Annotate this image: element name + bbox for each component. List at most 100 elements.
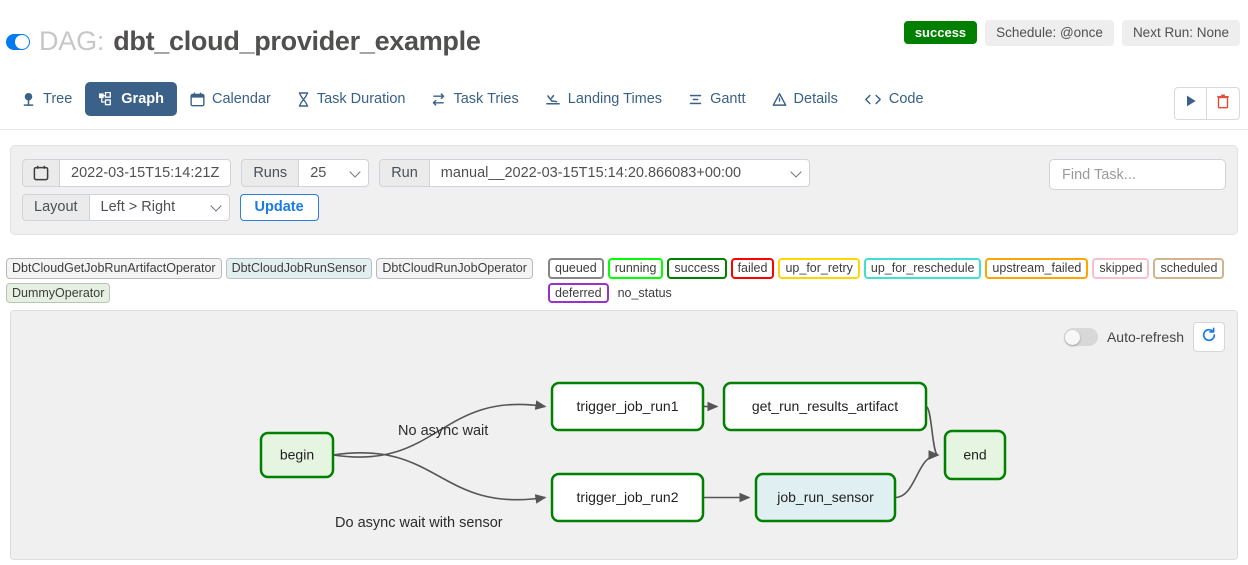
legend-status-chip[interactable]: no_status (617, 285, 672, 300)
legend-status-chip[interactable]: up_for_retry (778, 258, 860, 279)
tab-label: Details (793, 91, 838, 107)
tab-list: Tree Graph Calendar Task Duration (8, 82, 937, 116)
runs-label: Runs (241, 159, 300, 187)
tab-calendar[interactable]: Calendar (177, 82, 284, 116)
graph-node[interactable]: end (943, 429, 1007, 481)
trash-icon (1216, 94, 1230, 114)
graph-edge (332, 452, 547, 504)
delete-dag-button[interactable] (1207, 87, 1240, 120)
landing-icon (545, 92, 561, 107)
tab-code[interactable]: Code (851, 82, 937, 116)
legend-operator-chip[interactable]: DummyOperator (6, 282, 111, 303)
legend-operator-chip[interactable]: DbtCloudRunJobOperator (376, 258, 533, 279)
hourglass-icon (297, 91, 310, 107)
tab-tree[interactable]: Tree (8, 82, 85, 116)
tab-gantt[interactable]: Gantt (675, 82, 758, 116)
graph-node-label: trigger_job_run1 (577, 398, 679, 414)
runs-group: Runs 25 (241, 159, 370, 187)
graph-node-box[interactable] (550, 381, 705, 432)
legend-status-chip[interactable]: scheduled (1153, 258, 1225, 279)
page-header: DAG: dbt_cloud_provider_example success … (0, 0, 1248, 72)
tab-label: Gantt (710, 91, 746, 107)
tab-label: Graph (121, 91, 164, 107)
header-badges: success Schedule: @once Next Run: None (903, 20, 1240, 46)
dag-pause-toggle-icon[interactable] (6, 33, 30, 50)
tab-landing-times[interactable]: Landing Times (532, 82, 675, 116)
layout-select[interactable]: Left > Right (89, 194, 230, 221)
update-button[interactable]: Update (239, 194, 319, 221)
legend-status-chip[interactable]: deferred (548, 282, 609, 303)
legend-status-chip[interactable]: failed (730, 258, 775, 279)
graph-edge (894, 450, 940, 499)
find-task-input[interactable]: Find Task... (1049, 159, 1226, 190)
filter-bar: 2022-03-15T15:14:21Z Runs 25 Run manual_… (10, 145, 1238, 235)
nav-actions (1174, 87, 1240, 120)
graph-edge-label: No async wait (398, 423, 488, 439)
base-date-group: 2022-03-15T15:14:21Z (22, 159, 232, 187)
gantt-icon (688, 92, 703, 107)
graph-node[interactable]: job_run_sensor (754, 472, 897, 523)
refresh-button[interactable] (1193, 322, 1225, 352)
retry-icon (431, 92, 446, 107)
calendar-icon[interactable] (22, 159, 60, 187)
layout-label: Layout (22, 194, 90, 221)
tab-task-duration[interactable]: Task Duration (284, 82, 419, 116)
graph-node[interactable]: trigger_job_run2 (550, 472, 705, 523)
graph-node-box[interactable] (754, 472, 897, 523)
status-badge: success (903, 21, 978, 45)
graph-edge (332, 400, 547, 458)
legend-status-chip[interactable]: up_for_reschedule (863, 258, 982, 279)
tab-details[interactable]: Details (759, 82, 851, 116)
legend-status-chip[interactable]: running (607, 258, 664, 279)
run-select[interactable]: manual__2022-03-15T15:14:20.866083+00:00 (429, 159, 810, 187)
auto-refresh-toggle[interactable] (1063, 328, 1098, 346)
runs-select[interactable]: 25 (299, 159, 370, 187)
graph-node[interactable]: trigger_job_run1 (550, 381, 705, 432)
legend-operator-chip[interactable]: DbtCloudGetJobRunArtifactOperator (6, 258, 222, 279)
dag-title: DAG: dbt_cloud_provider_example (6, 26, 481, 57)
tab-label: Task Tries (453, 91, 519, 107)
schedule-badge[interactable]: Schedule: @once (985, 20, 1114, 46)
run-label: Run (379, 159, 430, 187)
layout-group: Layout Left > Right (22, 194, 230, 221)
graph-node-label: get_run_results_artifact (752, 398, 898, 414)
calendar-icon (190, 92, 205, 107)
graph-node-box[interactable] (550, 472, 705, 523)
dag-name: dbt_cloud_provider_example (113, 26, 481, 56)
next-run-badge: Next Run: None (1121, 20, 1240, 46)
tab-label: Task Duration (316, 91, 406, 107)
tab-task-tries[interactable]: Task Tries (418, 82, 531, 116)
dag-label: DAG: (39, 26, 105, 56)
legend-status-chip[interactable]: queued (548, 258, 604, 279)
graph-node-label: trigger_job_run2 (577, 489, 679, 505)
refresh-controls: Auto-refresh (1063, 322, 1225, 352)
tab-label: Landing Times (567, 91, 663, 107)
legend-status-chip[interactable]: success (667, 258, 727, 279)
graph-edges (332, 400, 940, 504)
graph-node-box[interactable] (943, 429, 1007, 481)
legend-operator-chip[interactable]: DbtCloudJobRunSensor (225, 258, 373, 279)
legend-status-chip[interactable]: upstream_failed (985, 258, 1089, 279)
graph-node-box[interactable] (259, 431, 335, 479)
filter-row-1: 2022-03-15T15:14:21Z Runs 25 Run manual_… (22, 159, 810, 187)
graph-edge-label: Do async wait with sensor (335, 515, 503, 531)
graph-panel: Auto-refresh No async wait Do async wait … (10, 310, 1238, 560)
trigger-dag-button[interactable] (1174, 87, 1207, 120)
graph-node-label: job_run_sensor (776, 489, 874, 505)
graph-node-box[interactable] (722, 381, 928, 432)
graph-node[interactable]: begin (259, 431, 335, 479)
base-date-input[interactable]: 2022-03-15T15:14:21Z (60, 159, 232, 187)
tab-label: Code (888, 91, 924, 107)
tab-graph[interactable]: Graph (85, 82, 177, 116)
view-navbar: Tree Graph Calendar Task Duration (0, 82, 1248, 130)
filter-row-2: Layout Left > Right Update (22, 194, 319, 221)
dag-graph-canvas[interactable]: No async wait Do async wait with sensor b… (11, 311, 1238, 560)
graph-node[interactable]: get_run_results_artifact (722, 381, 928, 432)
tree-icon (21, 92, 36, 107)
run-group: Run manual__2022-03-15T15:14:20.866083+0… (379, 159, 810, 187)
graph-node-label: end (963, 447, 986, 463)
legend-status-chip[interactable]: skipped (1092, 258, 1150, 279)
